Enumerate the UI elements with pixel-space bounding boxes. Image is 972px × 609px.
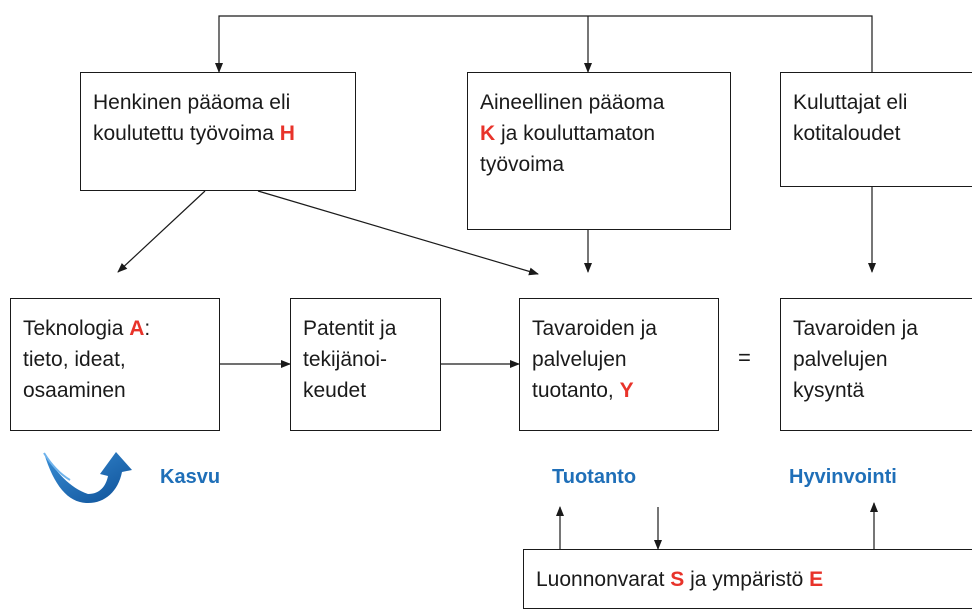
circular-growth-arrow-icon <box>43 452 132 504</box>
material-capital-box: Aineellinen pääoma K ja kouluttamaton ty… <box>467 72 731 230</box>
demand-line1: Tavaroiden ja <box>793 317 918 340</box>
human-capital-line2: koulutettu työvoima <box>93 122 280 145</box>
material-capital-line2: ja kouluttamaton <box>495 122 656 145</box>
wellbeing-label: Hyvinvointi <box>789 466 897 488</box>
human-to-technology-arrow <box>117 190 206 273</box>
resources-text1: Luonnonvarat <box>536 568 671 591</box>
patents-line3: keudet <box>303 379 367 402</box>
technology-line2: tieto, ideat, <box>23 348 126 371</box>
consumers-box: Kuluttajat eli kotitaloudet <box>780 72 972 187</box>
material-capital-line3: työvoima <box>480 153 565 176</box>
production-line1: Tavaroiden ja <box>532 317 657 340</box>
resources-box: Luonnonvarat S ja ympäristö E <box>523 549 972 609</box>
patents-line1: Patentit ja <box>303 317 397 340</box>
demand-line2: palvelujen <box>793 348 888 371</box>
production-line3: tuotanto, <box>532 379 620 402</box>
patents-line2: tekijänoi- <box>303 348 388 371</box>
material-capital-line1: Aineellinen pääoma <box>480 91 665 114</box>
demand-line3: kysyntä <box>793 379 865 402</box>
var-k: K <box>480 122 496 145</box>
patents-box: Patentit ja tekijänoi- keudet <box>290 298 441 431</box>
var-s: S <box>670 568 685 591</box>
var-y: Y <box>619 379 634 402</box>
production-line2: palvelujen <box>532 348 627 371</box>
equals-sign: = <box>738 345 751 370</box>
production-box: Tavaroiden ja palvelujen tuotanto, Y <box>519 298 719 431</box>
var-a: A <box>129 317 145 340</box>
human-to-production-arrow <box>257 190 539 276</box>
resources-text2: ja ympäristö <box>684 568 810 591</box>
technology-colon: : <box>144 317 151 340</box>
technology-box: Teknologia A: tieto, ideat, osaaminen <box>10 298 220 431</box>
demand-box: Tavaroiden ja palvelujen kysyntä <box>780 298 972 431</box>
var-h: H <box>279 122 295 145</box>
technology-line1: Teknologia <box>23 317 130 340</box>
human-capital-line1: Henkinen pääoma eli <box>93 91 291 114</box>
consumers-line2: kotitaloudet <box>793 122 901 145</box>
production-label: Tuotanto <box>552 466 637 488</box>
technology-line3: osaaminen <box>23 379 126 402</box>
growth-label: Kasvu <box>160 466 221 488</box>
var-e: E <box>809 568 824 591</box>
human-capital-box: Henkinen pääoma eli koulutettu työvoima … <box>80 72 356 191</box>
consumers-line1: Kuluttajat eli <box>793 91 908 114</box>
